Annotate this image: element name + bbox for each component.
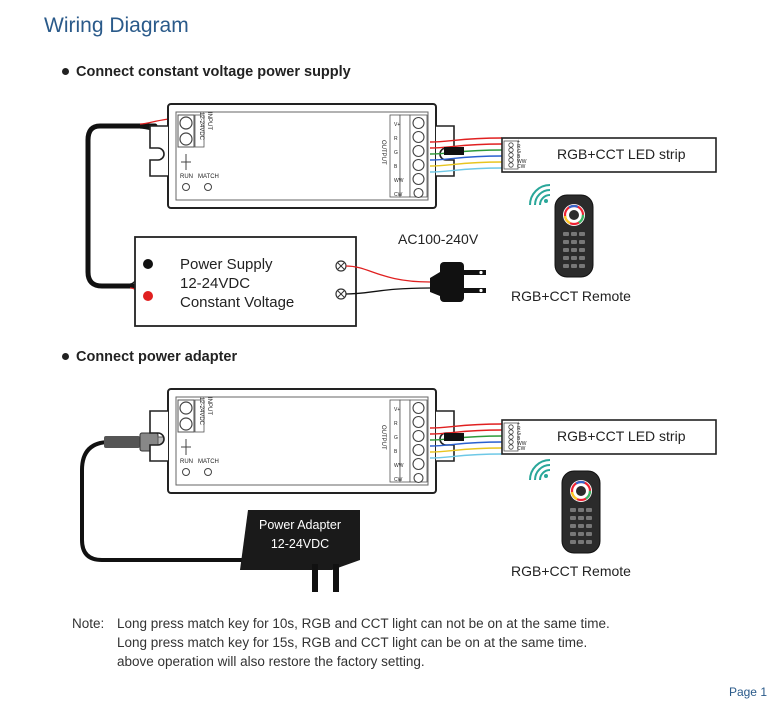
input-voltage-1: 12-24VDC <box>198 112 204 141</box>
remote-2 <box>560 469 602 555</box>
section-heading-1-text: Connect constant voltage power supply <box>76 64 351 80</box>
run-label-1: RUN <box>180 174 193 180</box>
input-label-2: INPUT <box>206 397 212 415</box>
run-label-2: RUN <box>180 459 193 465</box>
controller-1 <box>149 103 455 209</box>
note-prefix: Note: <box>72 616 105 631</box>
section-heading-2-text: Connect power adapter <box>76 349 238 365</box>
ac-voltage-label: AC100-240V <box>398 231 479 247</box>
page-number: Page 1 <box>728 685 767 699</box>
led-strip-label-1: RGB+CCT LED strip <box>557 146 686 162</box>
led-strip-label-2: RGB+CCT LED strip <box>557 428 686 444</box>
output-label-2: OUTPUT <box>380 425 386 450</box>
bullet-icon <box>62 67 69 75</box>
dc-cable-1 <box>85 123 158 289</box>
section-heading-1: Connect constant voltage power supply <box>62 64 351 80</box>
wireless-icon-1 <box>529 184 551 206</box>
ac-plug <box>440 262 464 302</box>
power-adapter <box>240 510 360 570</box>
page-title: Wiring Diagram <box>44 14 189 37</box>
output-label-1: OUTPUT <box>380 140 386 165</box>
match-label-2: MATCH <box>198 459 219 465</box>
dc-cable-2 <box>80 440 248 562</box>
power-adapter-label: Power Adapter 12-24VDC <box>259 518 341 551</box>
controller-2 <box>149 388 455 494</box>
power-supply-label: Power Supply 12-24VDC Constant Voltage <box>180 256 295 311</box>
match-label-1: MATCH <box>198 174 219 180</box>
remote-1 <box>553 193 595 279</box>
remote-label-1: RGB+CCT Remote <box>511 288 631 304</box>
section-heading-2: Connect power adapter <box>62 349 237 365</box>
remote-label-2: RGB+CCT Remote <box>511 563 631 579</box>
power-supply-box <box>134 236 357 327</box>
input-voltage-2: 12-24VDC <box>198 397 204 426</box>
bullet-icon <box>62 352 69 360</box>
note-text: Long press match key for 10s, RGB and CC… <box>117 616 610 669</box>
wireless-icon-2 <box>529 459 551 481</box>
input-label-1: INPUT <box>206 112 212 130</box>
